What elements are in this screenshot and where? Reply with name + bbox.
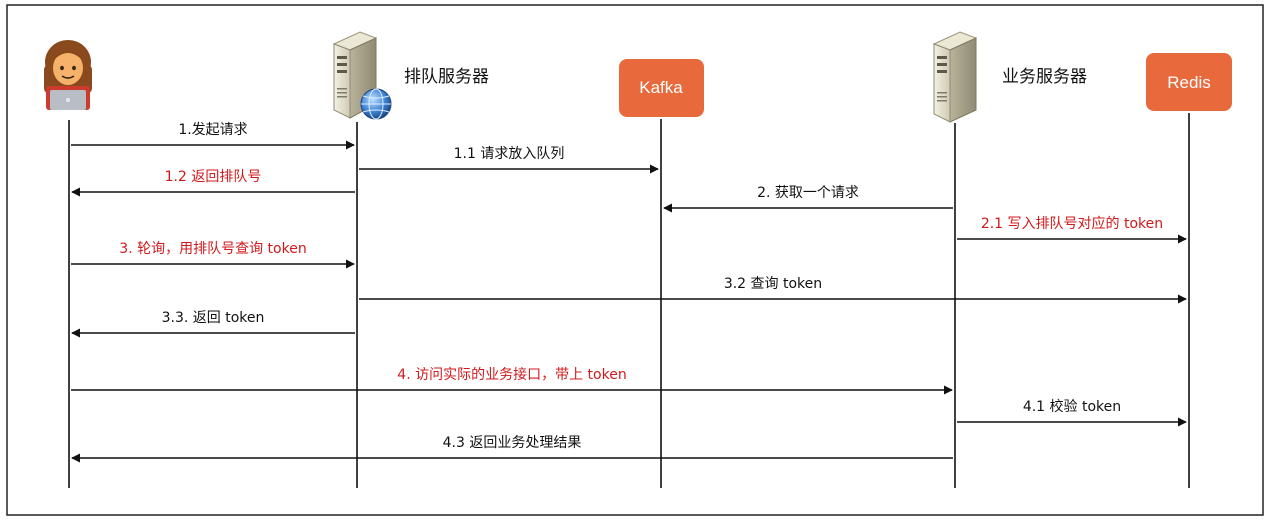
message-label: 4. 访问实际的业务接口，带上 token	[397, 366, 626, 383]
server-icon	[932, 31, 978, 123]
redis-node: Redis	[1146, 53, 1232, 111]
actor-label-queue-server: 排队服务器	[404, 67, 489, 87]
message-label: 1.发起请求	[178, 122, 247, 138]
redis-label: Redis	[1167, 73, 1210, 92]
user-laptop-icon	[44, 40, 92, 110]
kafka-label: Kafka	[639, 78, 683, 97]
diagram-frame	[6, 4, 1264, 516]
message-label: 4.1 校验 token	[1023, 398, 1121, 415]
message-label: 3.2 查询 token	[724, 276, 822, 292]
actor-label-biz-server: 业务服务器	[1002, 67, 1087, 87]
message-label: 1.2 返回排队号	[165, 169, 262, 185]
server-globe-icon	[332, 31, 392, 120]
kafka-node: Kafka	[619, 59, 704, 117]
message-label: 2.1 写入排队号对应的 token	[981, 215, 1163, 232]
message-label: 3.3. 返回 token	[162, 310, 265, 326]
message-label: 1.1 请求放入队列	[454, 146, 565, 162]
message-label: 2. 获取一个请求	[757, 185, 859, 201]
lifelines	[68, 113, 1190, 488]
message-label: 3. 轮询，用排队号查询 token	[119, 241, 306, 257]
message-label: 4.3 返回业务处理结果	[443, 435, 582, 451]
message-arrows: 1.发起请求 1.1 请求放入队列 1.2 返回排队号 2. 获取一个请求 2.1 写入…	[71, 122, 1187, 463]
